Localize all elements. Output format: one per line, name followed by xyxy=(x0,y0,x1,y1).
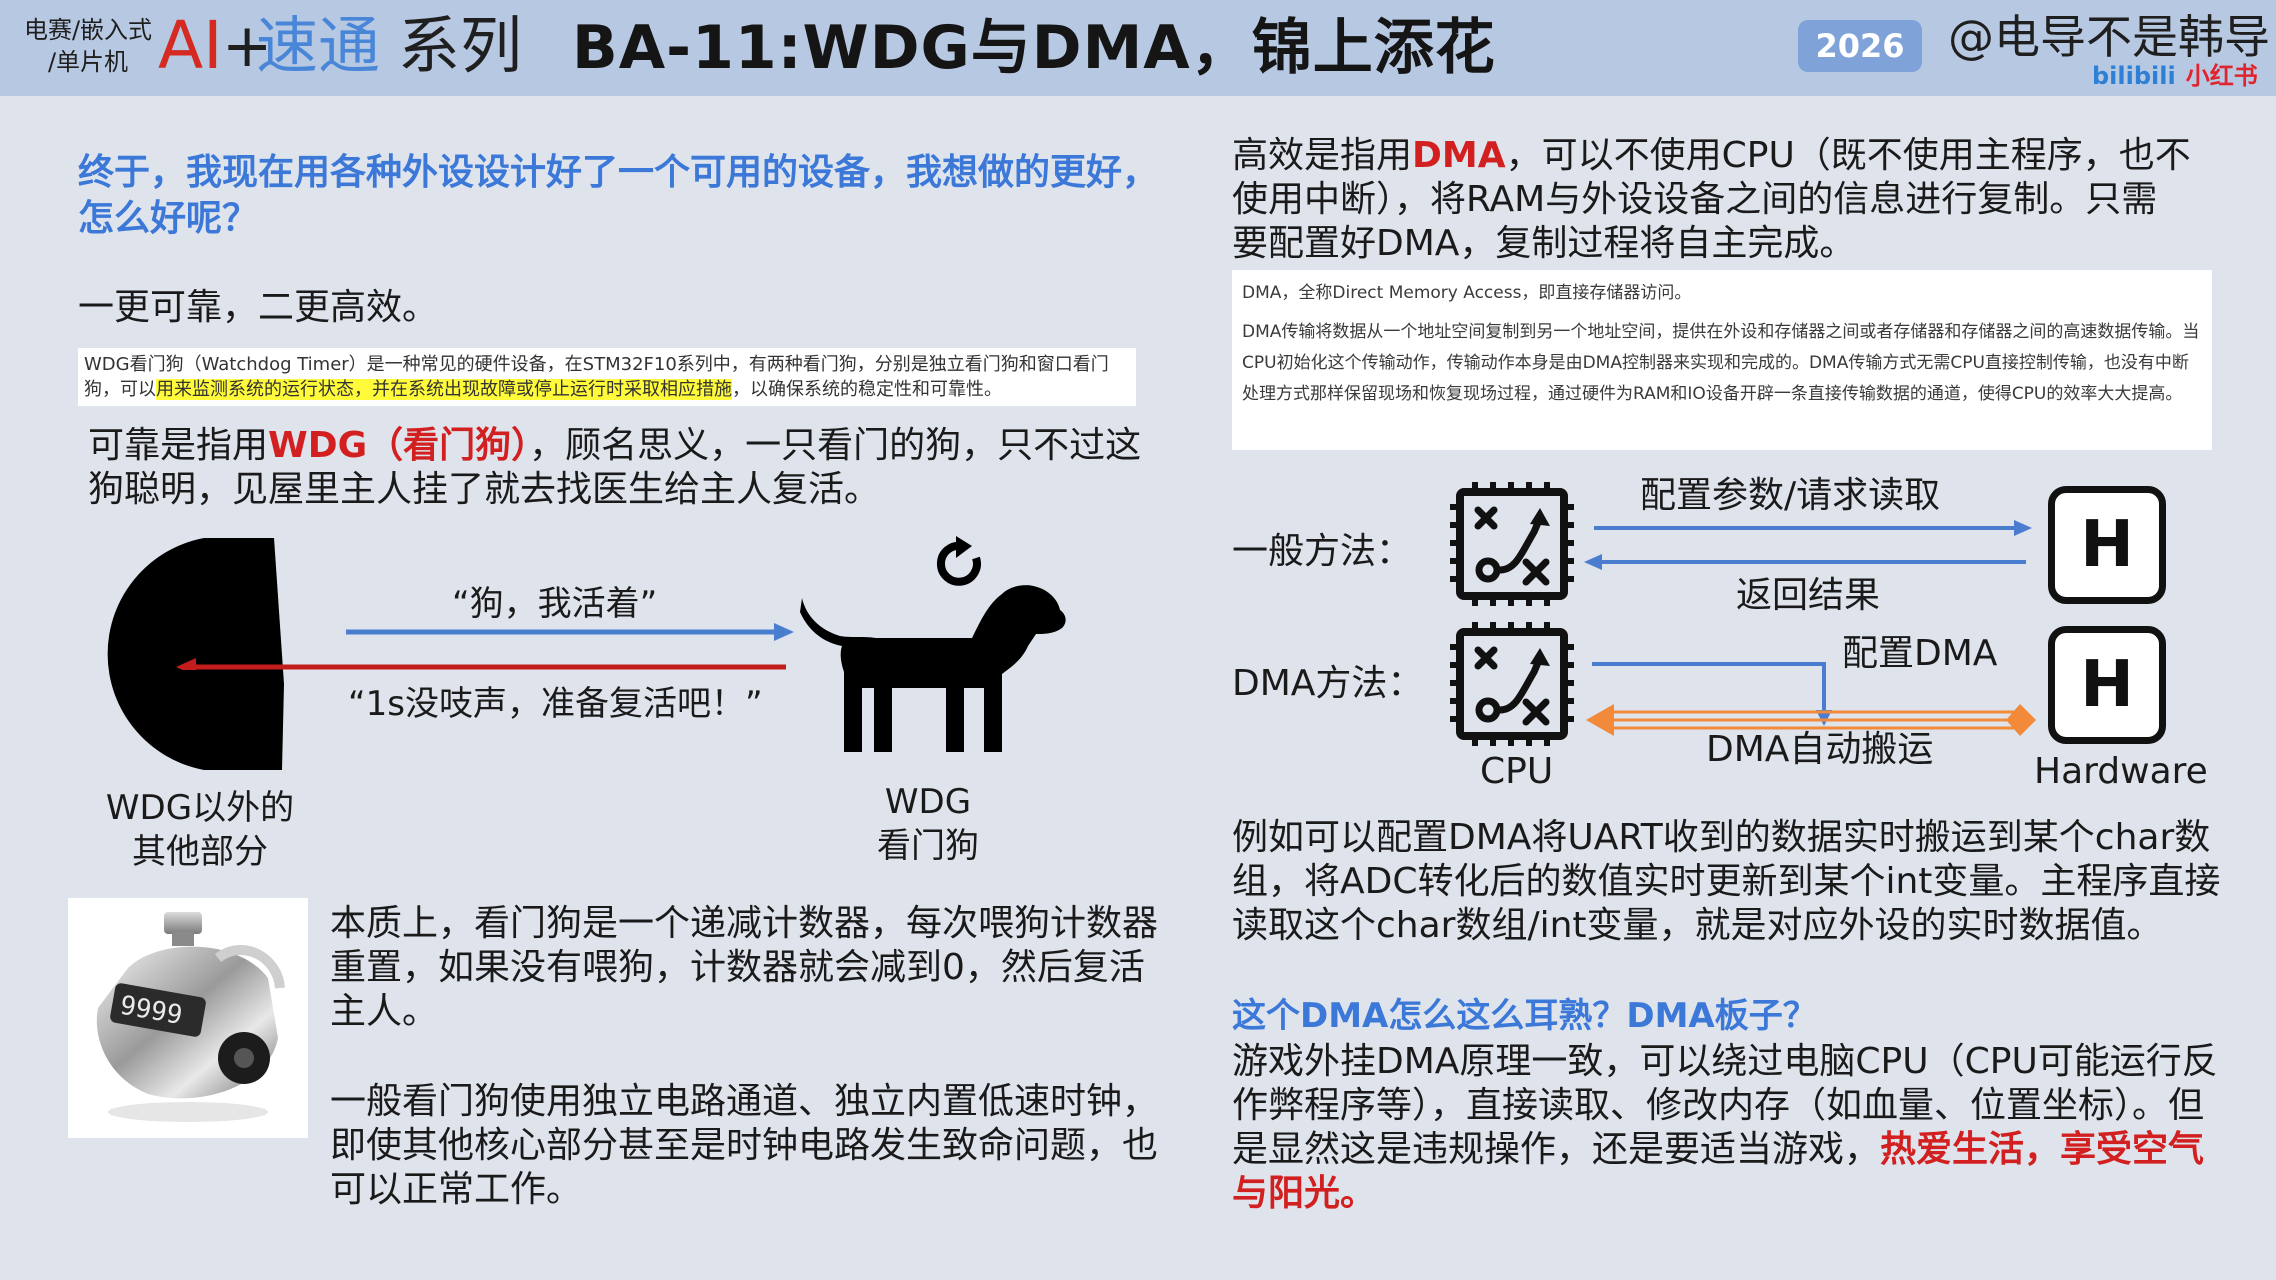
series-tag: 电赛/嵌入式 /单片机 xyxy=(18,14,158,78)
cpu-icon xyxy=(1450,482,1574,606)
brand-series: 系列 xyxy=(398,9,523,82)
brand-ai: AI xyxy=(158,7,223,84)
hardware-h-icon: H xyxy=(2048,626,2166,744)
author-handle: @电导不是韩导 xyxy=(1948,10,2270,64)
dma-quote-p2: DMA传输将数据从一个地址空间复制到另一个地址空间，提供在外设和存储器之间或者存… xyxy=(1242,322,2200,404)
dma-intro-paragraph: 高效是指用DMA，可以不使用CPU（既不使用主程序，也不使用中断），将RAM与外… xyxy=(1232,134,2192,266)
other-parts-line1: WDG以外的 xyxy=(105,788,295,828)
hand-counter-image: 9999 xyxy=(68,898,308,1138)
feed-arrows xyxy=(176,623,794,670)
game-text-red: 热爱生活，享受空气与阳光。 xyxy=(1232,1129,2205,1214)
page-title: BA-11:WDG与DMA，锦上添花 xyxy=(572,13,1496,83)
wdg-caption: WDG 看门狗 xyxy=(848,780,1008,868)
intro-question: 终于，我现在用各种外设设计好了一个可用的设备，我想做的更好，怎么好呢？ xyxy=(78,152,1159,239)
platform-list: bilibili 小红书 xyxy=(2092,62,2258,90)
cpu-icon xyxy=(1450,622,1574,746)
year-badge: 2026 xyxy=(1798,20,1922,72)
dma-board-question: 这个DMA怎么这么耳熟？DMA板子？ xyxy=(1232,996,1817,1036)
refresh-icon xyxy=(936,536,981,586)
config-request-label: 配置参数/请求读取 xyxy=(1640,475,1941,516)
wdg-quote-text-end: ，以确保系统的稳定性和可靠性。 xyxy=(732,379,1002,400)
essence-paragraph: 本质上，看门狗是一个递减计数器，每次喂狗计数器重置，如果没有喂狗，计数器就会减到… xyxy=(330,903,1159,1032)
other-parts-shape xyxy=(107,538,284,770)
hardware-label: Hardware xyxy=(2034,751,2208,792)
dog-icon xyxy=(800,585,1066,752)
example-paragraph: 例如可以配置DMA将UART收到的数据实时搬运到某个char数组，将ADC转化后… xyxy=(1232,817,2221,946)
header-bar: 电赛/嵌入式 /单片机 AI + 速通 系列 BA-11:WDG与DMA，锦上添… xyxy=(0,0,2276,96)
general-method-label: 一般方法： xyxy=(1232,531,1413,572)
dma-intro-prefix: 高效是指用 xyxy=(1232,135,1413,176)
dma-quote-box: DMA，全称Direct Memory Access，即直接存储器访问。 DMA… xyxy=(1232,270,2212,450)
dma-method-arrows xyxy=(1586,662,2036,736)
game-text: 游戏外挂DMA原理一致，可以绕过电脑CPU（CPU可能运行反作弊程序等），直接读… xyxy=(1232,1041,2218,1170)
hand-counter-icon: 9999 xyxy=(96,912,285,1122)
arrow-top-label: “狗，我活着” xyxy=(452,584,658,624)
brand-sutong: 速通 xyxy=(256,9,381,82)
hardware-h-icon: H xyxy=(2048,486,2166,604)
dma-method-label: DMA方法： xyxy=(1232,663,1424,704)
platform-bilibili: bilibili xyxy=(2092,62,2176,90)
dma-intro-suffix: ，可以不使用CPU（既不使用主程序，也不使用中断），将RAM与外设设备之间的信息… xyxy=(1232,135,2191,264)
wdg-quote-text: WDG看门狗（Watchdog Timer）是一种常见的硬件设备，在STM32F… xyxy=(84,354,1109,400)
series-tag-line1: 电赛/嵌入式 xyxy=(23,16,153,44)
series-tag-line2: /单片机 xyxy=(47,48,129,76)
platform-xiaohongshu: 小红书 xyxy=(2185,62,2258,90)
reliable-term: WDG（看门狗） xyxy=(268,425,530,466)
wdg-caption-line2: 看门狗 xyxy=(877,826,979,866)
dma-intro-term: DMA xyxy=(1412,135,1506,176)
reliable-paragraph: 可靠是指用WDG（看门狗），顾名思义，一只看门的狗，只不过这狗聪明，见屋里主人挂… xyxy=(88,424,1148,512)
game-paragraph: 游戏外挂DMA原理一致，可以绕过电脑CPU（CPU可能运行反作弊程序等），直接读… xyxy=(1232,1040,2228,1216)
intro-answer: 一更可靠，二更高效。 xyxy=(78,287,439,328)
wdg-quote-highlight: 用来监测系统的运行状态，并在系统出现故障或停止运行时采取相应措施 xyxy=(156,379,732,400)
other-parts-caption: WDG以外的 其他部分 xyxy=(70,786,330,874)
wdg-caption-line1: WDG xyxy=(884,782,972,822)
reliable-prefix: 可靠是指用 xyxy=(88,425,269,466)
general-method-arrows xyxy=(1584,520,2032,570)
reliable-suffix: ，顾名思义，一只看门的狗，只不过这狗聪明，见屋里主人挂了就去找医生给主人复活。 xyxy=(88,425,1142,510)
config-dma-label: 配置DMA xyxy=(1842,633,1998,674)
dma-quote-p1: DMA，全称Direct Memory Access，即直接存储器访问。 xyxy=(1242,283,1692,303)
brand-plus: + xyxy=(222,11,273,81)
other-parts-line2: 其他部分 xyxy=(132,832,268,872)
dma-auto-label: DMA自动搬运 xyxy=(1706,729,1934,770)
cpu-label: CPU xyxy=(1480,751,1554,792)
wdg-quote-box: WDG看门狗（Watchdog Timer）是一种常见的硬件设备，在STM32F… xyxy=(78,348,1136,406)
return-result-label: 返回结果 xyxy=(1736,575,1881,616)
arrow-bottom-label: “1s没吱声，准备复活吧！” xyxy=(348,684,763,724)
independent-paragraph: 一般看门狗使用独立电路通道、独立内置低速时钟，即使其他核心部分甚至是时钟电路发生… xyxy=(330,1081,1159,1210)
